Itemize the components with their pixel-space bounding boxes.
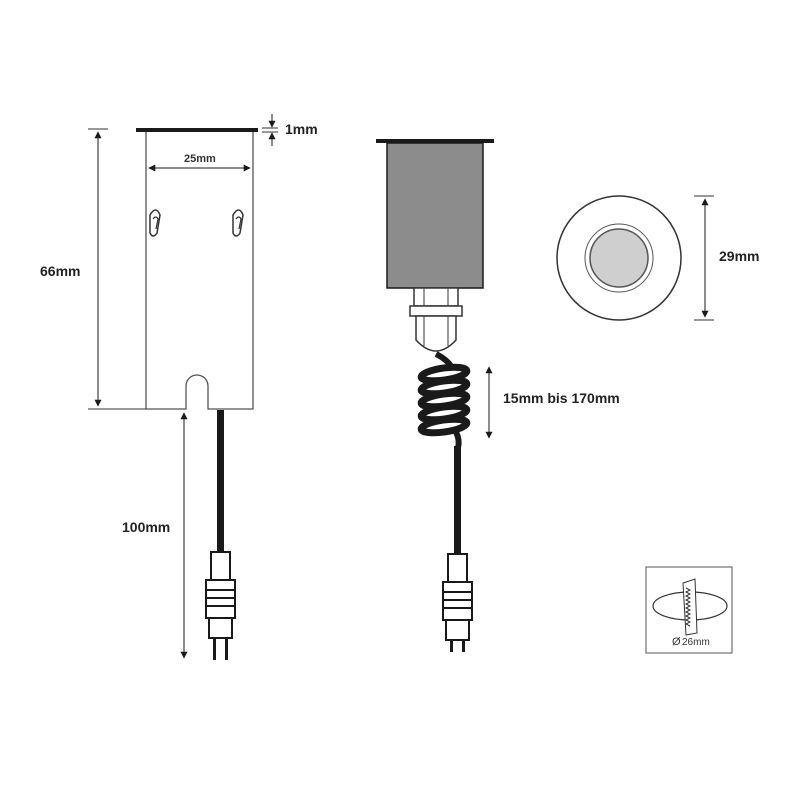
coil-cable bbox=[417, 351, 471, 449]
body-height-label: 66mm bbox=[40, 263, 80, 279]
cable bbox=[217, 410, 224, 552]
housing bbox=[386, 142, 484, 289]
drill-diameter-symbol: Ø bbox=[672, 636, 681, 648]
side-view bbox=[136, 128, 258, 660]
body-width-label: 25mm bbox=[184, 153, 216, 165]
dimension-body-height: 66mm bbox=[40, 128, 146, 410]
hole-saw-icon bbox=[682, 578, 698, 636]
cable-gland bbox=[409, 287, 463, 352]
plate-thickness-label: 1mm bbox=[285, 121, 318, 137]
lens bbox=[589, 228, 649, 288]
dimension-plate-thickness: 1mm bbox=[262, 114, 318, 146]
dimension-coil-length: 15mm bis 170mm bbox=[485, 366, 620, 439]
body-outline bbox=[145, 132, 254, 410]
mounting-clip-left bbox=[149, 209, 161, 237]
connector-plug-2 bbox=[442, 553, 473, 652]
dimension-face-diameter: 29mm bbox=[694, 195, 759, 321]
top-view bbox=[556, 195, 682, 321]
drill-inset: Ø 26mm bbox=[645, 566, 733, 654]
connector-plug bbox=[205, 551, 236, 660]
cable-straight bbox=[454, 446, 461, 554]
drill-diameter-label: 26mm bbox=[682, 637, 710, 648]
coil-length-label: 15mm bis 170mm bbox=[503, 390, 620, 406]
cable-length-label: 100mm bbox=[122, 519, 170, 535]
dimension-cable-length: 100mm bbox=[122, 412, 188, 659]
face-diameter-label: 29mm bbox=[719, 248, 759, 264]
front-view bbox=[376, 139, 494, 652]
mounting-clip-right bbox=[232, 209, 244, 237]
dimension-body-width: 25mm bbox=[148, 153, 251, 172]
